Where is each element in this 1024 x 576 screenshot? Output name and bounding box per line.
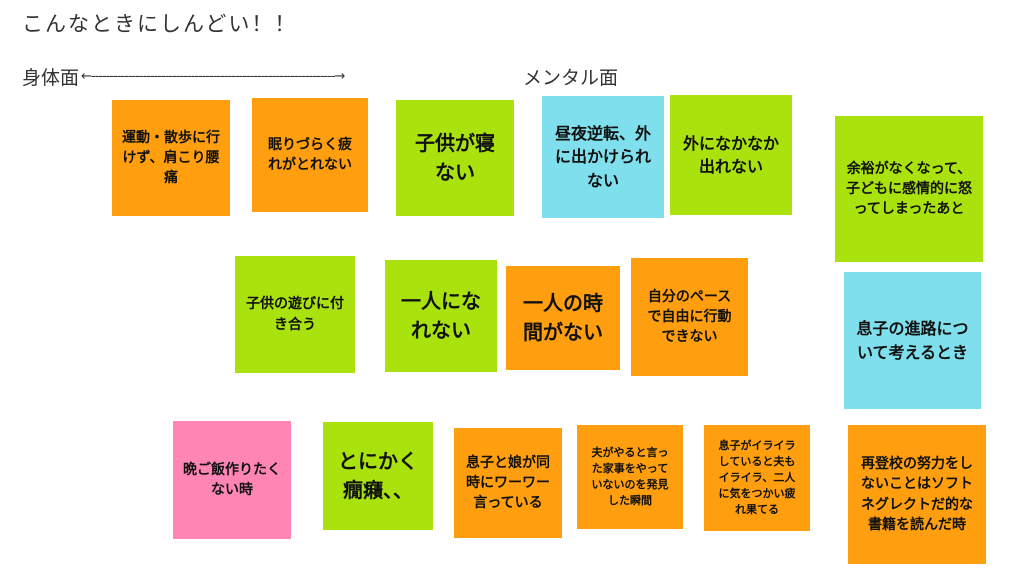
sticky-note-text: 運動・散歩に行けず、肩こり腰痛: [122, 129, 220, 187]
sticky-note-text: 息子の進路について考えるとき: [856, 319, 969, 362]
axis-right-label: メンタル面: [523, 67, 619, 89]
sticky-note-text: 自分のペースで自由に行動できない: [647, 288, 732, 346]
sticky-note[interactable]: 息子がイライラしていると夫もイライラ、二人に気をつかい疲れ果てる: [704, 425, 810, 531]
sticky-note[interactable]: 昼夜逆転、外に出かけられない: [542, 96, 664, 218]
sticky-note[interactable]: 余裕がなくなって、子どもに感情的に怒ってしまったあと: [835, 116, 983, 262]
sticky-note[interactable]: 眠りづらく疲れがとれない: [252, 98, 368, 212]
sticky-note-text: 子供の遊びに付き合う: [246, 296, 344, 333]
sticky-note[interactable]: 夫がやると言った家事をやっていないのを発見した瞬間: [577, 425, 683, 529]
sticky-note[interactable]: 一人の時間がない: [506, 266, 620, 370]
sticky-note[interactable]: 自分のペースで自由に行動できない: [631, 258, 748, 376]
sticky-note-text: とにかく癇癪、、: [338, 449, 418, 502]
sticky-note-text: 一人になれない: [401, 289, 481, 342]
axis-label: 身体面 ←-----------------------------------…: [22, 63, 618, 90]
sticky-note[interactable]: とにかく癇癪、、: [323, 422, 433, 530]
sticky-note-text: 余裕がなくなって、子どもに感情的に怒ってしまったあと: [846, 160, 972, 218]
sticky-note-text: 子供が寝ない: [415, 131, 495, 184]
sticky-note[interactable]: 一人になれない: [385, 260, 497, 372]
page-title: こんなときにしんどい！！: [22, 12, 298, 36]
sticky-note[interactable]: 晩ご飯作りたくない時: [173, 421, 291, 539]
sticky-note[interactable]: 息子と娘が同時にワーワー言っている: [454, 428, 562, 538]
sticky-note[interactable]: 子供の遊びに付き合う: [235, 256, 355, 373]
sticky-note-text: 昼夜逆転、外に出かけられない: [554, 124, 651, 190]
sticky-note-text: 晩ご飯作りたくない時: [183, 461, 281, 498]
sticky-note-text: 息子がイライラしていると夫もイライラ、二人に気をつかい疲れ果てる: [718, 439, 796, 516]
sticky-note-text: 息子と娘が同時にワーワー言っている: [466, 454, 550, 512]
sticky-note[interactable]: 息子の進路について考えるとき: [844, 272, 981, 409]
sticky-note[interactable]: 子供が寝ない: [396, 100, 514, 216]
axis-arrow: ←---------------------------------------…: [81, 69, 345, 84]
sticky-note-text: 一人の時間がない: [523, 291, 603, 344]
sticky-note-text: 外になかなか出れない: [682, 133, 779, 176]
sticky-note-text: 眠りづらく疲れがとれない: [268, 136, 352, 173]
sticky-note-text: 夫がやると言った家事をやっていないのを発見した瞬間: [591, 446, 669, 507]
sticky-note[interactable]: 運動・散歩に行けず、肩こり腰痛: [112, 100, 230, 216]
sticky-note-text: 再登校の努力をしないことはソフトネグレクトだ的な書籍を読んだ時: [861, 455, 973, 533]
sticky-note[interactable]: 外になかなか出れない: [670, 95, 792, 215]
sticky-note[interactable]: 再登校の努力をしないことはソフトネグレクトだ的な書籍を読んだ時: [848, 425, 986, 564]
axis-left-label: 身体面: [22, 67, 80, 89]
